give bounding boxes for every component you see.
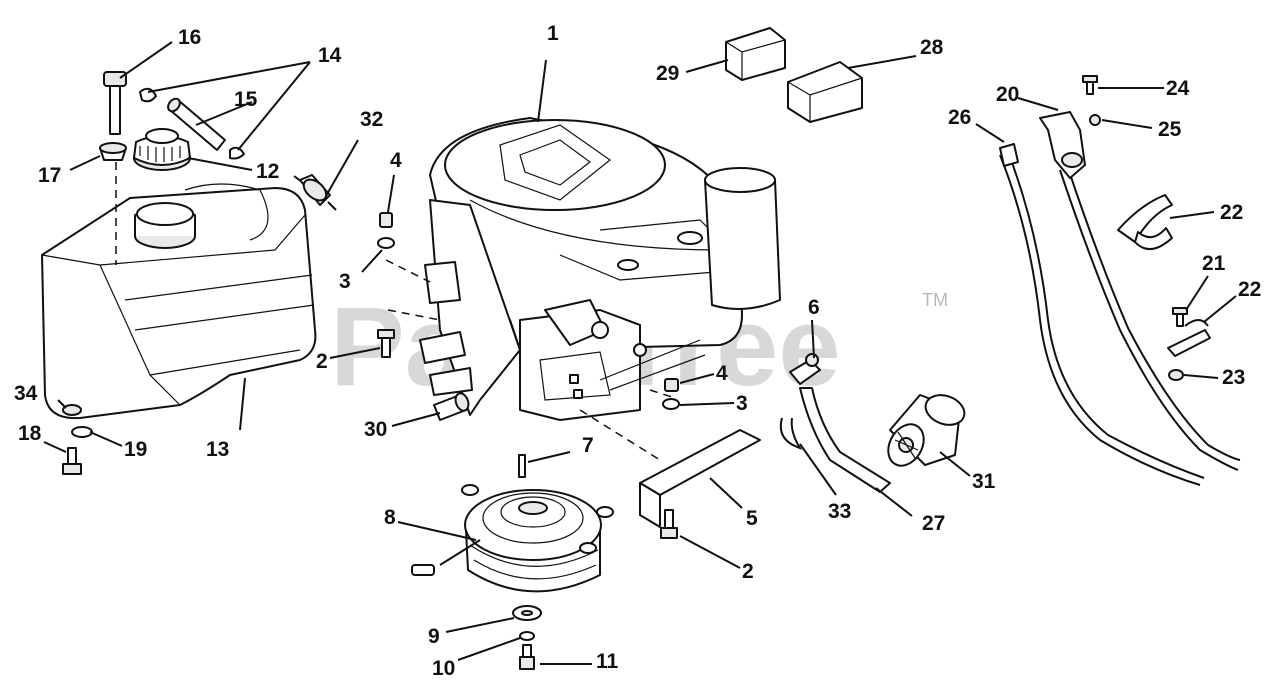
drain-hose-drawing[interactable] [779, 353, 891, 493]
callout-17[interactable]: 17 [38, 164, 61, 187]
callout-25[interactable]: 25 [1158, 118, 1182, 141]
callout-1[interactable]: 1 [547, 22, 559, 45]
callout-10[interactable]: 10 [432, 657, 455, 680]
decals-drawing[interactable] [725, 27, 863, 123]
oil-filter-drawing[interactable] [881, 390, 968, 472]
callout-28[interactable]: 28 [920, 36, 944, 59]
engine-hardware-right[interactable] [662, 378, 680, 410]
assembly-lines [385, 259, 676, 461]
callout-34[interactable]: 34 [14, 382, 38, 405]
fuel-tank-drawing[interactable] [41, 183, 317, 420]
callout-24[interactable]: 24 [1166, 77, 1190, 100]
key-drawing[interactable] [518, 454, 526, 478]
callout-21[interactable]: 21 [1202, 252, 1226, 275]
callout-29[interactable]: 29 [656, 62, 679, 85]
leader-lines [43, 41, 1237, 665]
callout-16[interactable]: 16 [178, 26, 201, 49]
callout-31[interactable]: 31 [972, 470, 996, 493]
callout-4[interactable]: 4 [716, 362, 728, 385]
callout-labels: 1 2 2 3 3 4 4 5 6 7 8 9 10 11 12 13 14 1… [14, 22, 1261, 680]
callout-27[interactable]: 27 [922, 512, 945, 535]
callout-30[interactable]: 30 [364, 418, 387, 441]
callout-7[interactable]: 7 [582, 434, 594, 457]
clutch-hardware-drawing[interactable] [512, 605, 542, 670]
callout-2[interactable]: 2 [316, 350, 328, 373]
fuel-filter-drawing[interactable] [293, 174, 337, 211]
callout-6[interactable]: 6 [808, 296, 820, 319]
callout-15[interactable]: 15 [234, 88, 258, 111]
engine-hardware-left[interactable] [377, 212, 395, 358]
callout-12[interactable]: 12 [256, 160, 279, 183]
callout-3[interactable]: 3 [339, 270, 351, 293]
callout-14[interactable]: 14 [318, 44, 342, 67]
fuel-valve-drawing[interactable] [99, 71, 127, 265]
callout-3[interactable]: 3 [736, 392, 748, 415]
callout-22[interactable]: 22 [1220, 201, 1243, 224]
callout-2[interactable]: 2 [742, 560, 754, 583]
callout-11[interactable]: 11 [596, 650, 619, 673]
callout-20[interactable]: 20 [996, 83, 1019, 106]
watermark-trademark: TM [922, 290, 948, 310]
drain-fitting-drawing[interactable] [433, 391, 471, 421]
callout-33[interactable]: 33 [828, 500, 851, 523]
callout-19[interactable]: 19 [124, 438, 147, 461]
fuel-cap-drawing[interactable] [133, 128, 191, 171]
clutch-drawing[interactable] [411, 484, 614, 593]
callout-26[interactable]: 26 [948, 106, 971, 129]
bracket-drawing[interactable] [639, 429, 761, 539]
callout-4[interactable]: 4 [390, 149, 402, 172]
throttle-cable-drawing[interactable] [999, 75, 1241, 486]
callout-9[interactable]: 9 [428, 625, 440, 648]
tank-hardware-drawing[interactable] [62, 404, 93, 475]
callout-8[interactable]: 8 [384, 506, 396, 529]
callout-13[interactable]: 13 [206, 438, 229, 461]
callout-32[interactable]: 32 [360, 108, 383, 131]
callout-18[interactable]: 18 [18, 422, 42, 445]
callout-5[interactable]: 5 [746, 507, 758, 530]
callout-22[interactable]: 22 [1238, 278, 1261, 301]
engine-drawing[interactable] [419, 117, 781, 421]
callout-23[interactable]: 23 [1222, 366, 1245, 389]
